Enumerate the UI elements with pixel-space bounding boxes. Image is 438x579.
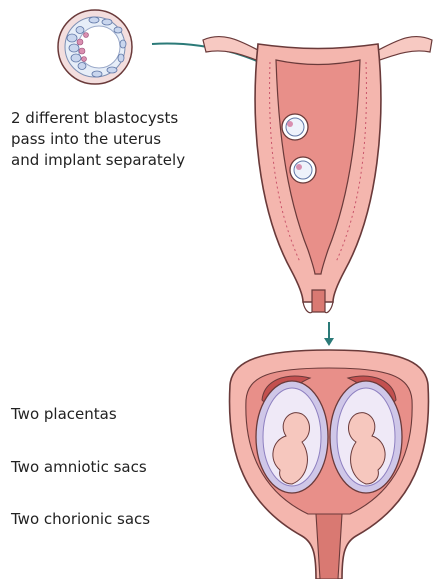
caption-line-3: and implant separately (11, 150, 185, 171)
caption-line-2: pass into the uterus (11, 129, 185, 150)
label-placentas: Two placentas (11, 405, 117, 423)
stage-arrowhead (324, 338, 334, 346)
caption-line-1: 2 different blastocysts (11, 108, 185, 129)
label-chorionic-sacs: Two chorionic sacs (11, 510, 150, 528)
uterus-illustration (203, 37, 432, 313)
blastocyst-illustration (58, 10, 132, 84)
twin-uterus-illustration (230, 350, 429, 579)
label-amniotic-sacs: Two amniotic sacs (11, 458, 147, 476)
implantation-caption: 2 different blastocysts pass into the ut… (11, 108, 185, 171)
